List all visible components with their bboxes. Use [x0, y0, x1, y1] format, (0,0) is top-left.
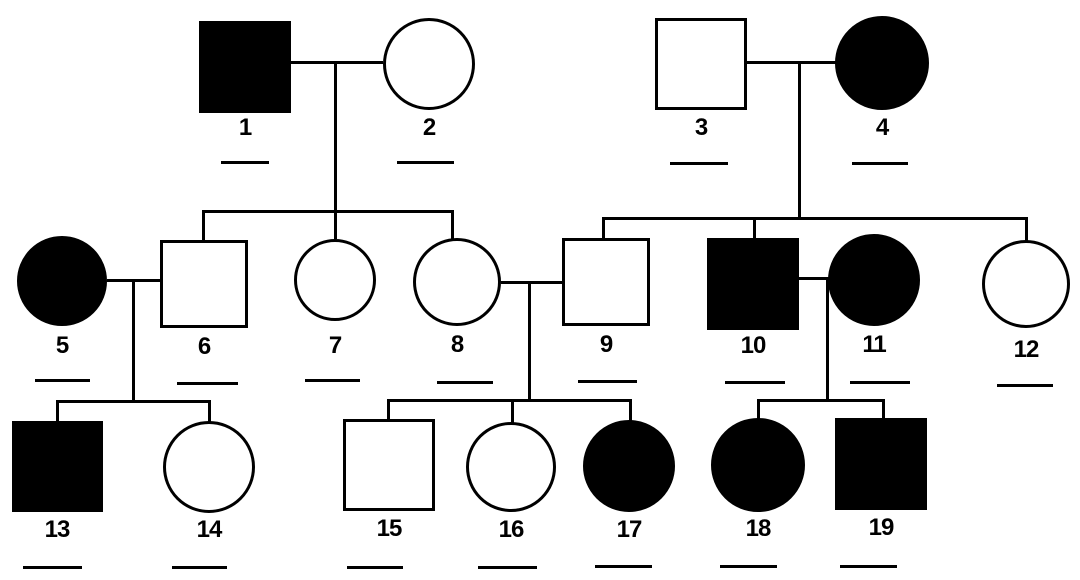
individual-14-number: 14 [196, 516, 223, 543]
individual-7-female-unaffected-symbol [294, 239, 376, 321]
individual-7-number: 7 [328, 332, 342, 359]
descent-line-vertical [1024, 217, 1028, 242]
descent-line-vertical [797, 61, 801, 219]
individual-10-male-affected-symbol [707, 238, 799, 330]
individual-17-genotype-blank [595, 565, 652, 568]
descent-line-vertical [201, 210, 205, 242]
descent-line-vertical [527, 281, 531, 401]
descent-line-vertical [756, 399, 760, 420]
individual-19-genotype-blank [840, 565, 897, 568]
individual-5-genotype-blank [35, 379, 90, 382]
individual-19-male-affected-symbol [835, 418, 927, 510]
descent-line-vertical [207, 400, 211, 423]
individual-5-number: 5 [55, 332, 69, 359]
individual-5-female-affected-symbol [17, 236, 107, 326]
individual-3-male-unaffected-symbol [655, 18, 747, 110]
relationship-line-horizontal [388, 398, 630, 402]
individual-13-number: 13 [44, 516, 71, 543]
individual-15-male-unaffected-symbol [343, 419, 435, 511]
descent-line-vertical [825, 277, 829, 401]
individual-16-genotype-blank [478, 566, 537, 569]
individual-18-female-affected-symbol [711, 418, 805, 512]
individual-9-male-unaffected-symbol [562, 238, 650, 326]
descent-line-vertical [510, 399, 514, 424]
individual-1-male-affected-symbol [199, 21, 291, 113]
individual-14-female-unaffected-symbol [163, 421, 255, 513]
individual-1-genotype-blank [221, 161, 269, 164]
relationship-line-horizontal [291, 60, 383, 64]
individual-6-number: 6 [197, 333, 211, 360]
individual-6-male-unaffected-symbol [160, 240, 248, 328]
individual-11-female-affected-symbol [828, 234, 920, 326]
individual-7-genotype-blank [305, 379, 360, 382]
relationship-line-horizontal [797, 276, 830, 280]
relationship-line-horizontal [501, 280, 563, 284]
individual-3-genotype-blank [670, 162, 728, 165]
relationship-line-horizontal [57, 399, 209, 403]
individual-9-number: 9 [599, 331, 613, 358]
descent-line-vertical [628, 399, 632, 422]
individual-10-genotype-blank [725, 381, 785, 384]
individual-12-genotype-blank [997, 384, 1053, 387]
individual-12-female-unaffected-symbol [982, 240, 1070, 328]
individual-2-female-unaffected-symbol [383, 18, 475, 110]
descent-line-vertical [881, 399, 885, 421]
relationship-line-horizontal [603, 216, 1026, 220]
individual-6-genotype-blank [177, 382, 238, 385]
individual-14-genotype-blank [172, 566, 227, 569]
descent-line-vertical [386, 399, 390, 422]
individual-3-number: 3 [694, 114, 708, 141]
individual-11-genotype-blank [850, 381, 910, 384]
individual-2-number: 2 [422, 114, 436, 141]
descent-line-vertical [752, 217, 756, 240]
relationship-line-horizontal [758, 398, 883, 402]
individual-18-genotype-blank [720, 565, 777, 568]
descent-line-vertical [450, 210, 454, 240]
descent-line-vertical [333, 61, 337, 239]
descent-line-vertical [601, 217, 605, 240]
individual-18-number: 18 [745, 515, 772, 542]
individual-12-number: 12 [1013, 336, 1040, 363]
individual-13-genotype-blank [23, 566, 82, 569]
individual-10-number: 10 [740, 332, 767, 359]
descent-line-vertical [55, 400, 59, 422]
individual-1-number: 1 [238, 114, 252, 141]
individual-8-genotype-blank [437, 381, 493, 384]
individual-15-genotype-blank [347, 566, 403, 569]
individual-4-genotype-blank [852, 162, 908, 165]
relationship-line-horizontal [203, 209, 452, 213]
individual-2-genotype-blank [397, 161, 454, 164]
individual-8-number: 8 [450, 331, 464, 358]
individual-13-male-affected-symbol [11, 420, 103, 512]
relationship-line-horizontal [747, 60, 836, 64]
individual-16-number: 16 [498, 516, 525, 543]
individual-4-number: 4 [875, 114, 889, 141]
individual-11-number: 11 [862, 331, 886, 358]
individual-15-number: 15 [376, 515, 403, 542]
individual-8-female-unaffected-symbol [413, 238, 501, 326]
individual-17-number: 17 [616, 516, 643, 543]
individual-4-female-affected-symbol [835, 16, 929, 110]
individual-19-number: 19 [868, 514, 895, 541]
individual-9-genotype-blank [578, 380, 637, 383]
individual-17-female-affected-symbol [583, 420, 675, 512]
descent-line-vertical [131, 279, 135, 402]
individual-16-female-unaffected-symbol [466, 422, 556, 512]
